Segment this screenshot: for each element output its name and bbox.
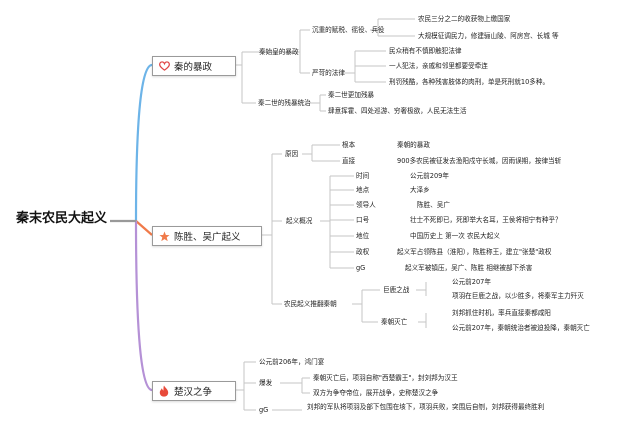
node-liubang-advance[interactable]: 刘邦抓住时机，率兵直接秦都咸阳 [452, 309, 551, 317]
star-icon [158, 230, 170, 242]
node-two-thirds-harvest[interactable]: 农民三分之二的收获物上缴国家 [418, 15, 511, 23]
node-qin-fall[interactable]: 秦朝灭亡 [381, 318, 408, 326]
node-status-value[interactable]: 中国历史上 第一次 农民大起义 [410, 232, 500, 240]
node-regime[interactable]: 政权 [356, 248, 370, 256]
node-gaixia-victory[interactable]: 刘邦的军队将项羽及部下包围在垓下，项羽兵败，突围后自刎，刘邦获得最终胜利 [307, 403, 545, 411]
node-direct-cause-value[interactable]: 900多农民被征发去渔阳戍守长城，因雨误期，按律当斩 [397, 157, 562, 165]
node-forced-labor[interactable]: 大规模征调民力，修建骊山陵、阿房宫、长城 等 [418, 32, 559, 40]
node-xiang-yu-king[interactable]: 秦朝灭亡后，项羽自称"西楚霸王"，封刘邦为汉王 [313, 374, 458, 382]
node-cause[interactable]: 原因 [285, 150, 299, 158]
branch-label: 楚汉之争 [174, 387, 213, 398]
node-collective-punishment[interactable]: 一人犯法，亲戚和邻里都要受牵连 [389, 62, 488, 70]
node-extravagance[interactable]: 肆意挥霍、四处巡游、穷奢极欲，人民无法生活 [328, 107, 467, 115]
node-harsh-law[interactable]: 严苛的法律 [312, 69, 345, 77]
node-root-cause[interactable]: 根本 [342, 141, 356, 149]
root-topic[interactable]: 秦末农民大起义 [16, 211, 108, 226]
node-place-value[interactable]: 大泽乡 [410, 186, 430, 194]
node-julu-detail[interactable]: 项羽在巨鹿之战，以少胜多，将秦军主力歼灭 [452, 292, 584, 300]
node-more-brutal[interactable]: 秦二世更加残暴 [328, 91, 375, 99]
node-leaders-value[interactable]: 陈胜、吴广 [417, 201, 450, 209]
node-uprising-overview[interactable]: 起义概况 [286, 217, 313, 225]
node-qinshihuang[interactable]: 秦始皇的暴政 [259, 48, 299, 56]
node-time-value[interactable]: 公元前209年 [410, 172, 449, 180]
node-qin-ershi[interactable]: 秦二世的残暴统治 [258, 99, 311, 107]
node-qin-surrender[interactable]: 公元前207年，秦朝统治者被迫投降，秦朝灭亡 [452, 324, 590, 332]
node-julu-date[interactable]: 公元前207年 [452, 278, 491, 286]
node-result[interactable]: gG [259, 406, 269, 414]
node-place[interactable]: 地点 [356, 186, 370, 194]
node-slogan-value[interactable]: 壮士不死即已，死即举大名耳，王侯将相宁有种乎？ [410, 216, 562, 224]
node-outcome[interactable]: gG [356, 264, 366, 272]
branch-label: 秦的暴政 [174, 62, 213, 73]
branch-qin-tyranny[interactable]: 秦的暴政 [152, 56, 236, 76]
node-root-cause-value[interactable]: 秦朝的暴政 [397, 141, 430, 149]
node-hongmen-banquet[interactable]: 公元前206年，鸿门宴 [259, 358, 325, 366]
node-overthrow-qin[interactable]: 农民起义推翻秦朝 [284, 300, 337, 308]
node-cruel-penalties[interactable]: 刑罚残酷，各种残害肢体的肉刑，单是死刑就10多种。 [389, 78, 550, 86]
flame-icon [158, 385, 170, 397]
node-time[interactable]: 时间 [356, 172, 370, 180]
node-status[interactable]: 地位 [356, 232, 370, 240]
branch-label: 陈胜、吴广起义 [174, 232, 241, 243]
branch-chu-han-contention[interactable]: 楚汉之争 [152, 381, 236, 401]
node-easy-offense[interactable]: 民众稍有不慎即触犯法律 [389, 47, 462, 55]
node-heavy-taxes[interactable]: 沉重的赋税、徭役、兵役 [312, 26, 385, 34]
heart-icon [158, 61, 170, 71]
node-outcome-value[interactable]: 起义军被镇压，吴广、陈胜 相继被部下杀害 [405, 264, 533, 272]
node-outbreak[interactable]: 爆发 [259, 379, 273, 387]
node-direct-cause[interactable]: 直接 [342, 157, 356, 165]
branch-chensheng-wuguang[interactable]: 陈胜、吴广起义 [152, 226, 262, 246]
node-slogan[interactable]: 口号 [356, 216, 370, 224]
node-war-for-throne[interactable]: 双方为争夺帝位，展开战争，史称楚汉之争 [313, 389, 439, 397]
node-regime-value[interactable]: 起义军占领陈县（淮阳），陈胜称王，建立"张楚"政权 [397, 248, 552, 256]
node-leaders[interactable]: 领导人 [356, 201, 376, 209]
node-julu-battle[interactable]: 巨鹿之战 [383, 286, 410, 294]
